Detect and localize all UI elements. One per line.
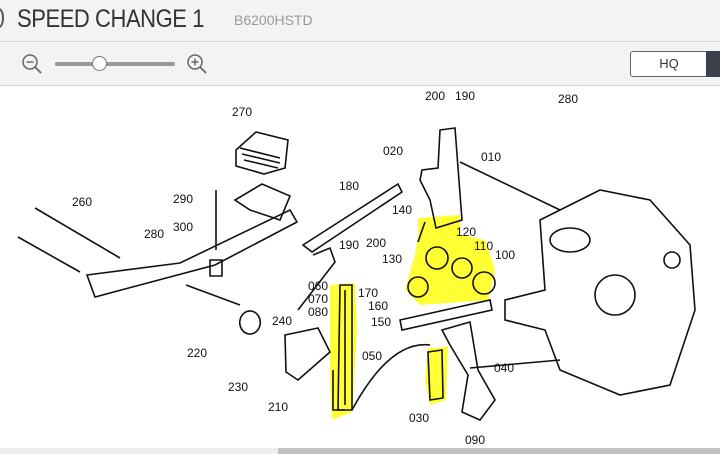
callout-300[interactable]: 300 (173, 220, 193, 234)
callout-100[interactable]: 100 (495, 248, 515, 262)
side-panel-toggle[interactable] (706, 51, 720, 77)
callout-200-top[interactable]: 200 (425, 89, 445, 103)
callout-220[interactable]: 220 (187, 346, 207, 360)
callout-280-top[interactable]: 280 (558, 92, 578, 106)
scrollbar-thumb[interactable] (278, 448, 720, 454)
callout-280[interactable]: 280 (144, 227, 164, 241)
line-art (17, 127, 696, 421)
zoom-in-icon[interactable] (186, 53, 208, 75)
back-icon[interactable] (0, 8, 4, 28)
callout-260[interactable]: 260 (72, 195, 92, 209)
callout-190-top[interactable]: 190 (455, 89, 475, 103)
callout-150[interactable]: 150 (371, 315, 391, 329)
callout-120[interactable]: 120 (456, 225, 476, 239)
zoom-slider[interactable] (55, 56, 175, 71)
zoom-out-icon[interactable] (21, 53, 43, 75)
callout-190[interactable]: 190 (339, 238, 359, 252)
callout-060[interactable]: 060 (308, 279, 328, 293)
callout-070[interactable]: 070 (308, 292, 328, 306)
callout-130[interactable]: 130 (382, 252, 402, 266)
zoom-slider-handle[interactable] (91, 56, 107, 71)
parts-diagram[interactable]: 270 290 300 260 280 180 190 200 140 130 … (0, 86, 720, 448)
callout-210[interactable]: 210 (268, 400, 288, 414)
callout-020[interactable]: 020 (383, 144, 403, 158)
model-label: B6200HSTD (234, 12, 313, 28)
page-title: SPEED CHANGE 1 (17, 5, 205, 33)
callout-040[interactable]: 040 (494, 361, 514, 375)
diagram-svg: 270 290 300 260 280 180 190 200 140 130 … (17, 89, 696, 447)
callout-090[interactable]: 090 (465, 433, 485, 447)
callout-110[interactable]: 110 (474, 239, 493, 253)
callout-050[interactable]: 050 (362, 349, 382, 363)
callout-080[interactable]: 080 (308, 305, 328, 319)
callout-290[interactable]: 290 (173, 192, 193, 206)
callout-010[interactable]: 010 (481, 150, 501, 164)
callout-030[interactable]: 030 (409, 411, 429, 425)
callout-140[interactable]: 140 (392, 203, 412, 217)
callout-240[interactable]: 240 (272, 314, 292, 328)
callout-270[interactable]: 270 (232, 105, 252, 119)
callout-230[interactable]: 230 (228, 380, 248, 394)
callout-170[interactable]: 170 (358, 286, 378, 300)
horizontal-scrollbar[interactable] (0, 448, 720, 454)
callout-labels: 270 290 300 260 280 180 190 200 140 130 … (72, 89, 578, 447)
callout-180[interactable]: 180 (339, 179, 359, 193)
callout-160[interactable]: 160 (368, 299, 388, 313)
hq-button[interactable]: HQ (630, 51, 708, 77)
toolbar: HQ (0, 42, 720, 86)
callout-200[interactable]: 200 (366, 236, 386, 250)
header: SPEED CHANGE 1 B6200HSTD (0, 0, 720, 42)
